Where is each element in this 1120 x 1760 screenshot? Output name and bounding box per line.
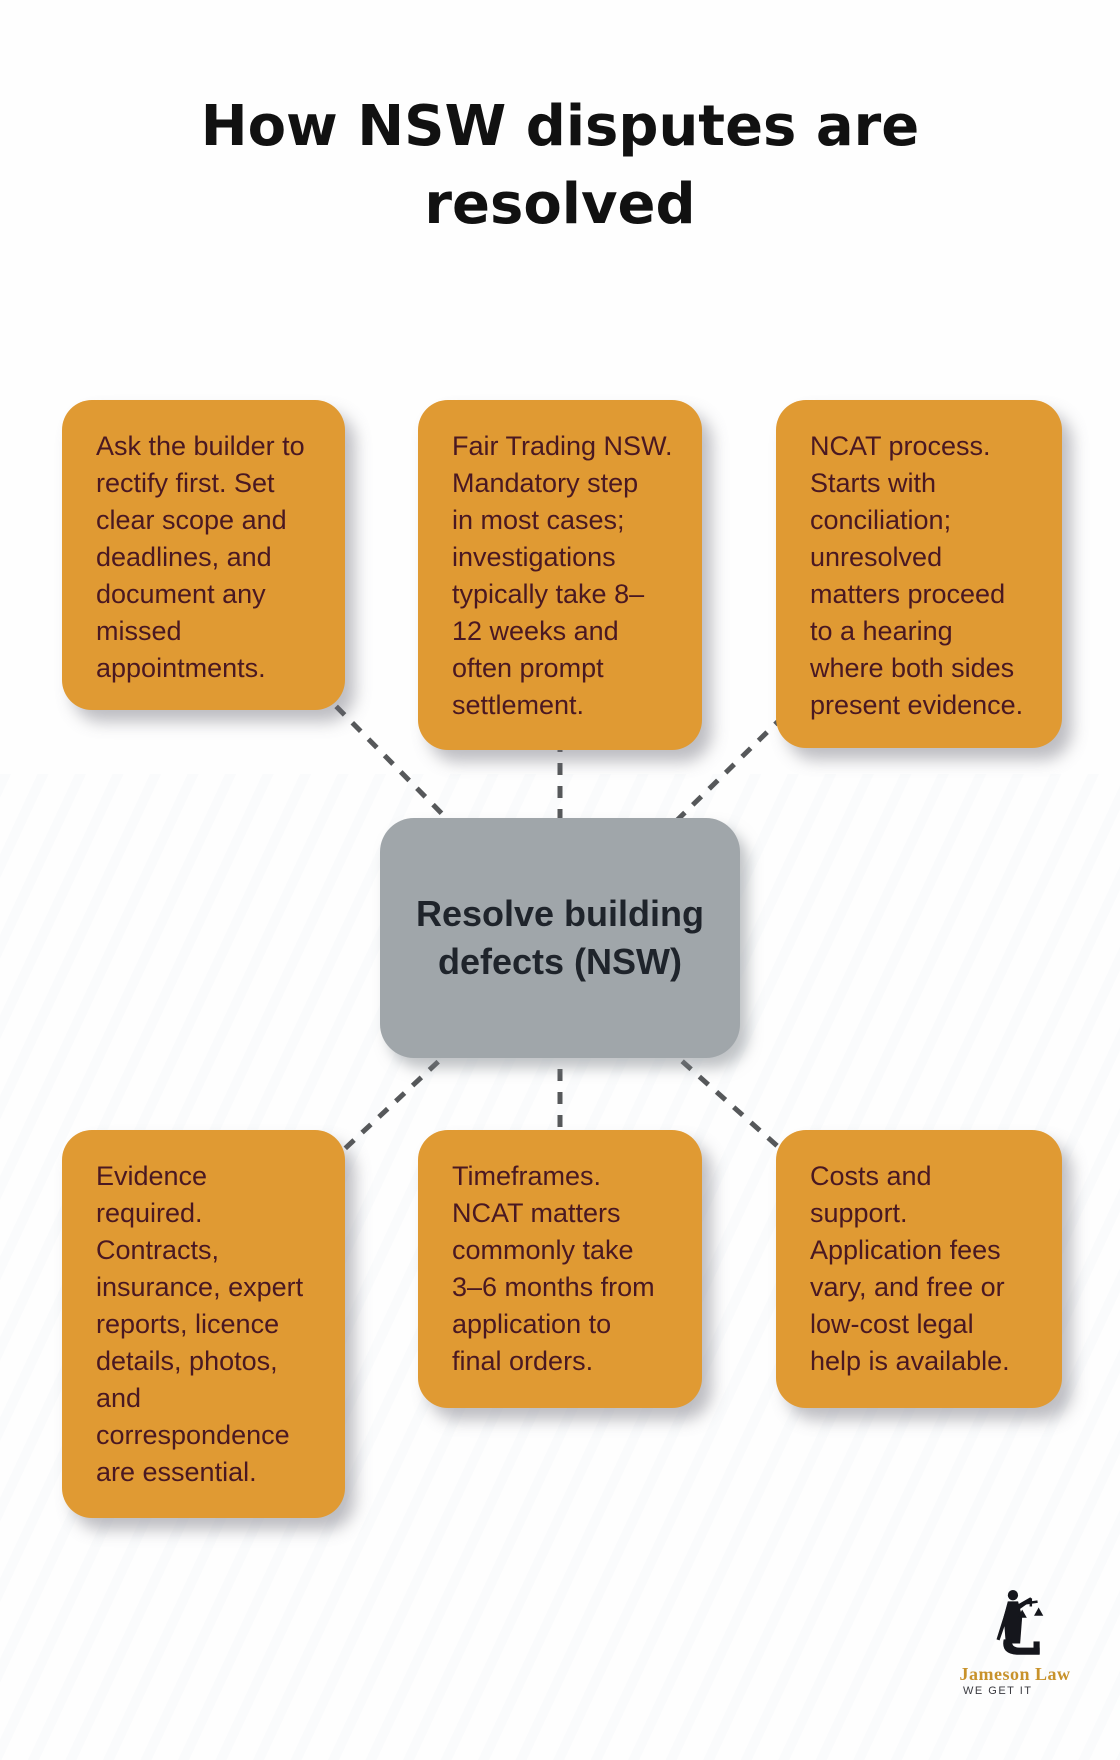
connector-top-left [318, 688, 462, 834]
node-fair-trading: Fair Trading NSW. Mandatory step in most… [418, 400, 702, 750]
node-evidence: Evidence required. Contracts, insurance,… [62, 1130, 345, 1518]
connector-bottom-left [320, 1044, 457, 1172]
node-costs-support: Costs and support. Application fees vary… [776, 1130, 1062, 1408]
node-ncat-process: NCAT process. Starts with conciliation; … [776, 400, 1062, 748]
node-timeframes: Timeframes. NCAT matters commonly take 3… [418, 1130, 702, 1408]
logo-wordmark: Jameson Law [959, 1664, 1071, 1684]
central-topic: Resolve building defects (NSW) [380, 818, 740, 1058]
connector-bottom-right [663, 1044, 804, 1170]
logo-tagline: WE GET IT [963, 1685, 1033, 1697]
page-title: How NSW disputes are resolved [200, 94, 920, 237]
lady-justice-icon [996, 1590, 1044, 1655]
node-ask-builder: Ask the builder to rectify first. Set cl… [62, 400, 345, 710]
jameson-law-logo: Jameson Law WE GET IT [940, 1588, 1090, 1698]
